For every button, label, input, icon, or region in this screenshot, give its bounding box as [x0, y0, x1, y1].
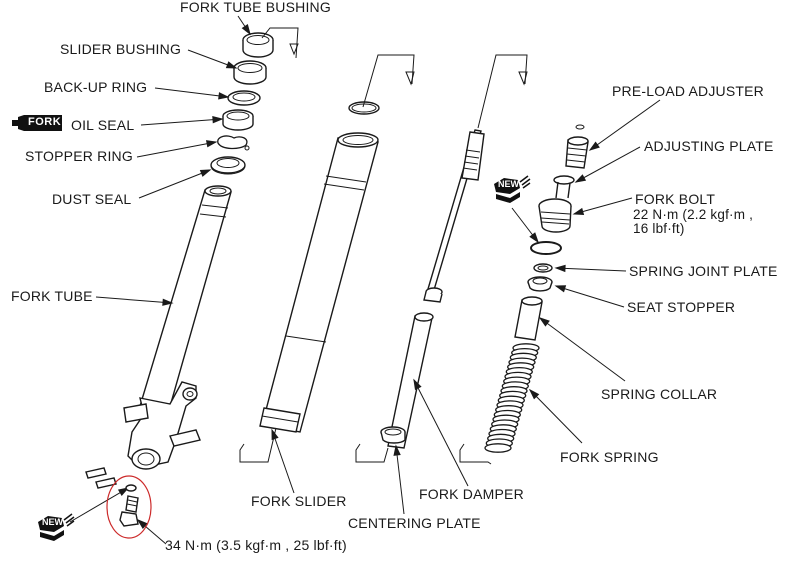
label-fork-bolt-torque-1: 22 N·m (2.2 kgf·m ,: [633, 207, 754, 222]
leader-fork-tube-bushing: [237, 15, 251, 36]
leader-socket-bolt: [136, 518, 167, 545]
new-part-icon: [38, 513, 75, 541]
leader-stopper-ring: [136, 140, 218, 158]
leader-back-up-ring: [154, 87, 230, 100]
leader-adjusting-plate: [574, 146, 641, 183]
fork-tube-part: [85, 185, 232, 489]
fork-tube-bushing-part: [242, 32, 274, 58]
arrowhead: [554, 264, 566, 273]
new-badge-text: NEW: [498, 179, 519, 189]
spring-coil: [484, 443, 512, 453]
arrowhead: [241, 24, 251, 36]
fork-spring-part: [484, 343, 540, 453]
stopper-ring-part: [217, 135, 250, 151]
fork-damper-part: [387, 129, 485, 449]
arrowhead: [136, 518, 148, 529]
arrowhead: [199, 169, 212, 177]
back-up-ring-part: [227, 90, 261, 106]
spring-collar-part: [514, 296, 543, 341]
leader-fork-damper: [413, 378, 469, 487]
arrowhead: [528, 388, 540, 400]
arrowhead: [225, 61, 238, 69]
label-fork-spring: FORK SPRING: [560, 449, 659, 465]
arrowhead: [162, 298, 174, 306]
arrowhead: [574, 174, 587, 183]
spring-joint-plate-part: [533, 263, 553, 273]
leader-centering-plate: [393, 444, 405, 515]
label-spring-collar: SPRING COLLAR: [601, 386, 718, 402]
leader-fork-spring: [528, 388, 583, 444]
label-fork-tube: FORK TUBE: [11, 288, 93, 304]
leader-seat-stopper: [554, 285, 625, 308]
label-fork-damper: FORK DAMPER: [419, 486, 524, 502]
socket-bolt-part: [119, 484, 139, 527]
highlight-circle: [106, 475, 152, 539]
leader-pre-load-adjuster: [588, 99, 661, 151]
oil-seal-part: [222, 109, 254, 131]
leader-oil-seal: [140, 116, 224, 126]
dust-seal-part: [210, 156, 246, 175]
new-badge-text: NEW: [42, 517, 63, 527]
o-ring-part: [530, 241, 562, 255]
arrowhead: [218, 92, 230, 100]
arrowhead: [212, 116, 224, 124]
arrowhead: [205, 140, 218, 148]
break-lines: [239, 27, 528, 465]
new-part-badge-top: NEW: [492, 174, 532, 204]
fork-badge-text: FORK: [28, 116, 62, 128]
leader-dust-seal: [138, 169, 212, 199]
label-seat-stopper: SEAT STOPPER: [627, 299, 736, 315]
new-part-badge-bottom: NEW: [36, 512, 76, 542]
label-spring-joint-plate: SPRING JOINT PLATE: [629, 263, 778, 279]
slider-bushing-part: [233, 60, 267, 85]
label-oil-seal: OIL SEAL: [71, 117, 135, 133]
label-adjusting-plate: ADJUSTING PLATE: [644, 138, 774, 154]
leader-fork-tube: [95, 296, 174, 306]
fork-oil-badge: FORK: [12, 114, 62, 132]
arrowhead: [271, 428, 279, 441]
arrowhead: [393, 444, 401, 456]
label-centering-plate: CENTERING PLATE: [348, 515, 481, 531]
label-fork-slider: FORK SLIDER: [251, 493, 347, 509]
fork-slider-part: [259, 132, 379, 433]
pre-load-adjuster-part: [565, 124, 589, 169]
centering-plate-part: [380, 426, 406, 444]
label-socket-bolt-torque: 34 N·m (3.5 kgf·m , 25 lbf·ft): [165, 537, 347, 553]
arrowhead: [117, 487, 130, 496]
leader-fork-slider: [271, 428, 295, 494]
leader-spring-joint-plate: [554, 264, 627, 273]
leader-new-top: [511, 207, 539, 244]
arrowhead: [413, 378, 422, 391]
label-fork-bolt: FORK BOLT: [635, 191, 716, 207]
arrowhead: [588, 141, 600, 151]
adjusting-plate-part: [553, 175, 575, 199]
arrowhead: [572, 207, 585, 216]
arrowhead: [554, 285, 567, 293]
oil-tube-icon: [12, 115, 62, 131]
leader-fork-bolt: [572, 197, 633, 216]
label-dust-seal: DUST SEAL: [52, 191, 132, 207]
label-pre-load-adjuster: PRE-LOAD ADJUSTER: [612, 83, 764, 99]
leader-spring-collar: [538, 317, 626, 382]
fork-bolt-part: [538, 198, 572, 233]
label-slider-bushing: SLIDER BUSHING: [60, 41, 182, 57]
label-fork-bolt-torque-2: 16 lbf·ft): [633, 221, 685, 236]
arrowhead: [538, 317, 550, 327]
seat-stopper-part: [527, 276, 553, 292]
arrowhead: [529, 232, 539, 244]
label-stopper-ring: STOPPER RING: [25, 148, 133, 164]
leader-slider-bushing: [187, 49, 238, 69]
label-fork-tube-bushing: FORK TUBE BUSHING: [180, 0, 331, 15]
label-back-up-ring: BACK-UP RING: [44, 79, 148, 95]
new-part-icon: [494, 175, 531, 203]
leader-new-bottom: [69, 487, 130, 523]
leader-lines: [69, 15, 661, 545]
